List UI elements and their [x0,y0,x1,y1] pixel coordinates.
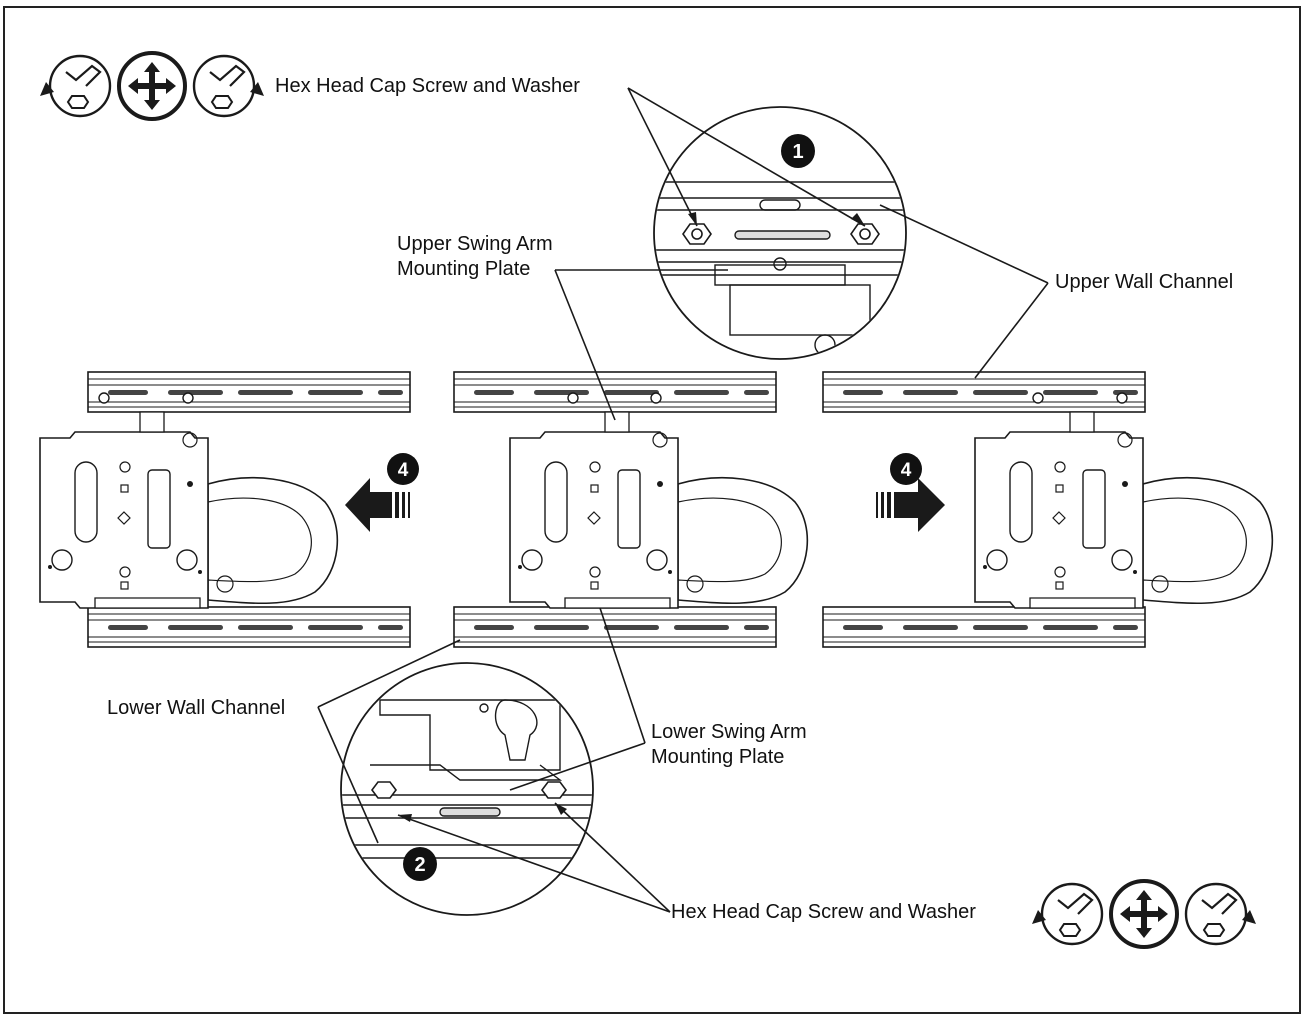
label-lower-swing-arm-line1: Lower Swing Arm [651,721,807,743]
detail-circle-lower [340,662,594,916]
lower-wall-channel-left [87,606,411,648]
upper-hex-bolt-left [682,223,712,245]
diagram-frame [3,6,1301,1014]
label-lower-wall-channel: Lower Wall Channel [107,697,286,719]
upper-rail-bolts [98,392,1128,404]
svg-text:4: 4 [398,460,409,481]
lower-wall-channel-center [453,606,777,648]
plate-connectors [94,411,1136,609]
lower-hex-bolt-left [371,781,397,799]
lower-wall-channel-right [822,606,1146,648]
callout-4-right: 4 [890,453,922,485]
tool-icons-bottom [1032,879,1256,949]
move-left-arrow [345,478,410,532]
upper-wall-channel-center [453,371,777,413]
swing-arm-bracket-right [974,431,1274,609]
leader-lines [317,87,1049,913]
label-hex-head-top: Hex Head Cap Screw and Washer [275,75,580,97]
loosen-wrench-icon [1032,882,1104,946]
move-arrows-icon [1109,879,1179,949]
upper-wall-channel-right [822,371,1146,413]
tool-icons-top [40,51,264,121]
move-right-arrow [876,478,945,532]
tighten-wrench-icon [1184,882,1256,946]
upper-wall-channel-left [87,371,411,413]
loosen-wrench-icon [40,54,112,118]
callout-4-left: 4 [387,453,419,485]
upper-hex-bolt-right [850,223,880,245]
tighten-wrench-icon [192,54,264,118]
swing-arm-bracket-left [39,431,339,609]
label-lower-swing-arm-line2: Mounting Plate [651,746,785,768]
leader-arrowheads [398,212,865,822]
lower-hex-bolt-right [541,781,567,799]
detail-circle-upper [653,106,907,360]
callout-1: 1 [781,134,815,168]
callout-2: 2 [403,847,437,881]
svg-text:2: 2 [414,854,425,876]
label-upper-swing-arm-line2: Mounting Plate [397,258,531,280]
label-hex-head-bottom: Hex Head Cap Screw and Washer [671,901,976,923]
svg-text:1: 1 [792,141,803,163]
swing-arm-bracket-center [509,431,809,609]
svg-text:4: 4 [901,460,912,481]
label-upper-swing-arm-line1: Upper Swing Arm [397,233,553,255]
move-arrows-icon [117,51,187,121]
label-upper-wall-channel: Upper Wall Channel [1055,271,1234,293]
